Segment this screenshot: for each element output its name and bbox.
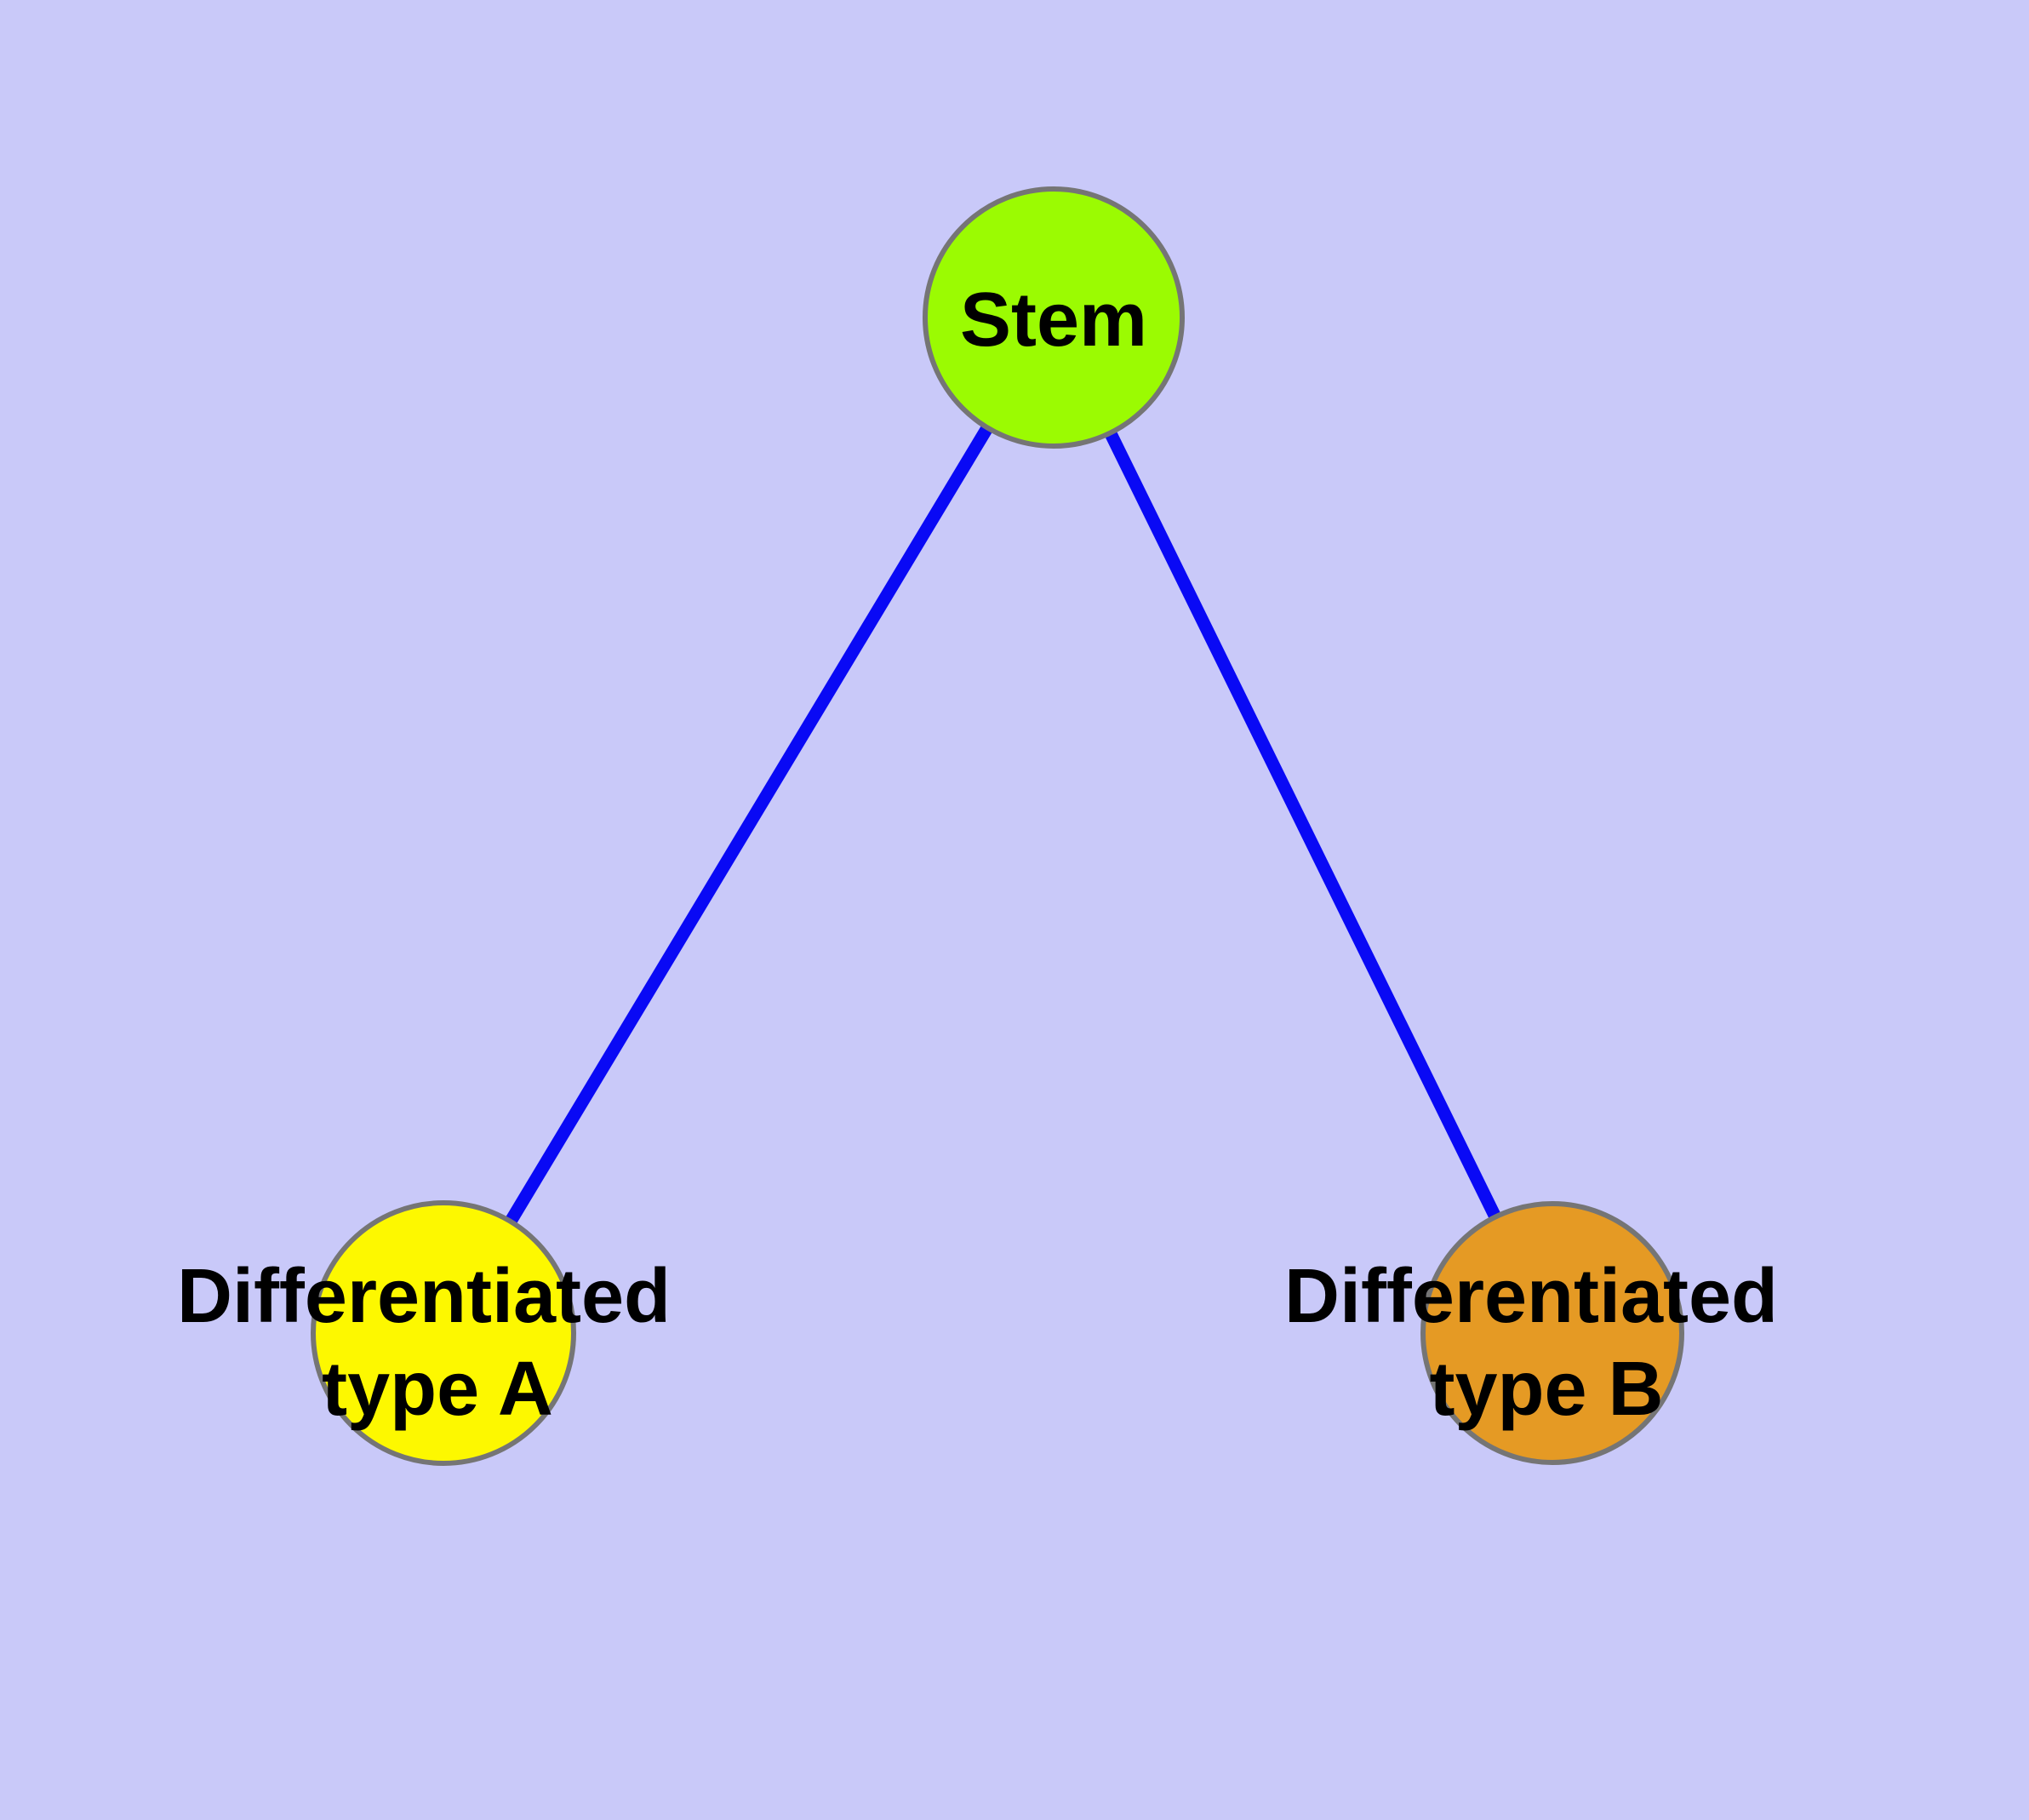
- node-type-b-label-line1: Differentiated: [1284, 1254, 1778, 1339]
- node-differentiated-type-b: [1420, 1201, 1684, 1465]
- node-type-b-label-line2: type B: [1429, 1347, 1663, 1432]
- node-differentiated-type-a: [311, 1200, 576, 1466]
- node-type-a-label-line2: type A: [322, 1347, 553, 1432]
- edge-stem-to-type-a: [437, 314, 1060, 1336]
- edge-stem-to-type-b: [1048, 314, 1558, 1336]
- node-type-a-label-line1: Differentiated: [177, 1254, 671, 1339]
- node-stem-label: Stem: [960, 278, 1147, 363]
- node-stem: [923, 186, 1185, 449]
